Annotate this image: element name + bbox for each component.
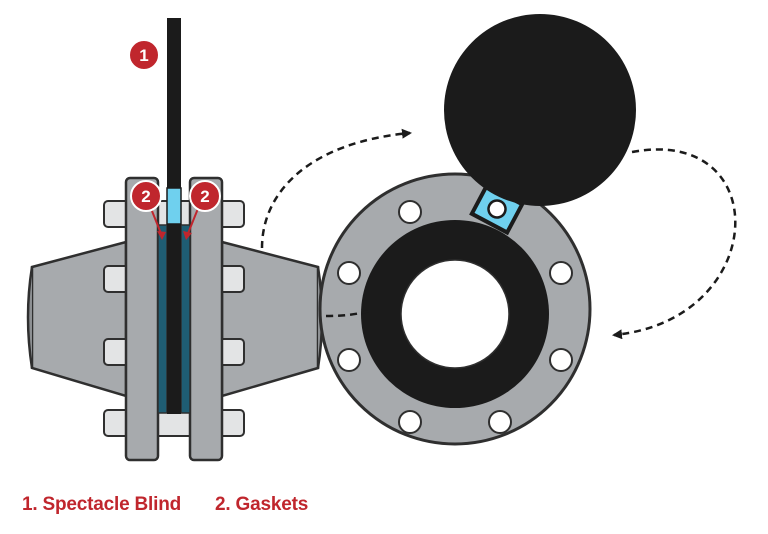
gasket-right — [180, 224, 191, 414]
blind-disc — [444, 14, 636, 206]
legend: 1. Spectacle Blind 2. Gaskets — [22, 494, 308, 516]
ring-bore — [400, 259, 510, 369]
front-view — [260, 14, 737, 446]
legend-item-spectacle-blind: 1. Spectacle Blind — [22, 494, 182, 515]
callout-spectacle-blind: 1 — [128, 39, 160, 71]
bolt-hole — [337, 261, 361, 285]
right-flange — [188, 176, 224, 462]
callout-2-label-left: 2 — [141, 187, 150, 206]
callout-gasket-right: 2 — [183, 180, 221, 240]
rotation-arrow-right — [612, 148, 737, 340]
callout-2-label-right: 2 — [200, 187, 209, 206]
legend-item-gaskets: 2. Gaskets — [215, 494, 309, 515]
gasket-left — [157, 224, 168, 414]
rotation-arrow-under — [325, 308, 373, 318]
bolt-hole — [488, 410, 512, 434]
left-flange — [124, 176, 160, 462]
side-view: 1 2 2 — [26, 18, 324, 462]
callout-1-label: 1 — [139, 46, 148, 65]
bolt-holes — [337, 200, 573, 434]
left-pipe-end — [26, 266, 34, 369]
bolt-hole — [549, 348, 573, 372]
bolt-hole — [398, 200, 422, 224]
bolt-hole — [549, 261, 573, 285]
rotation-arrow-top — [260, 128, 412, 249]
bolt-hole — [337, 348, 361, 372]
callout-gasket-left: 2 — [130, 180, 166, 240]
spectacle-blind-web — [166, 187, 182, 225]
bolt-hole — [398, 410, 422, 434]
